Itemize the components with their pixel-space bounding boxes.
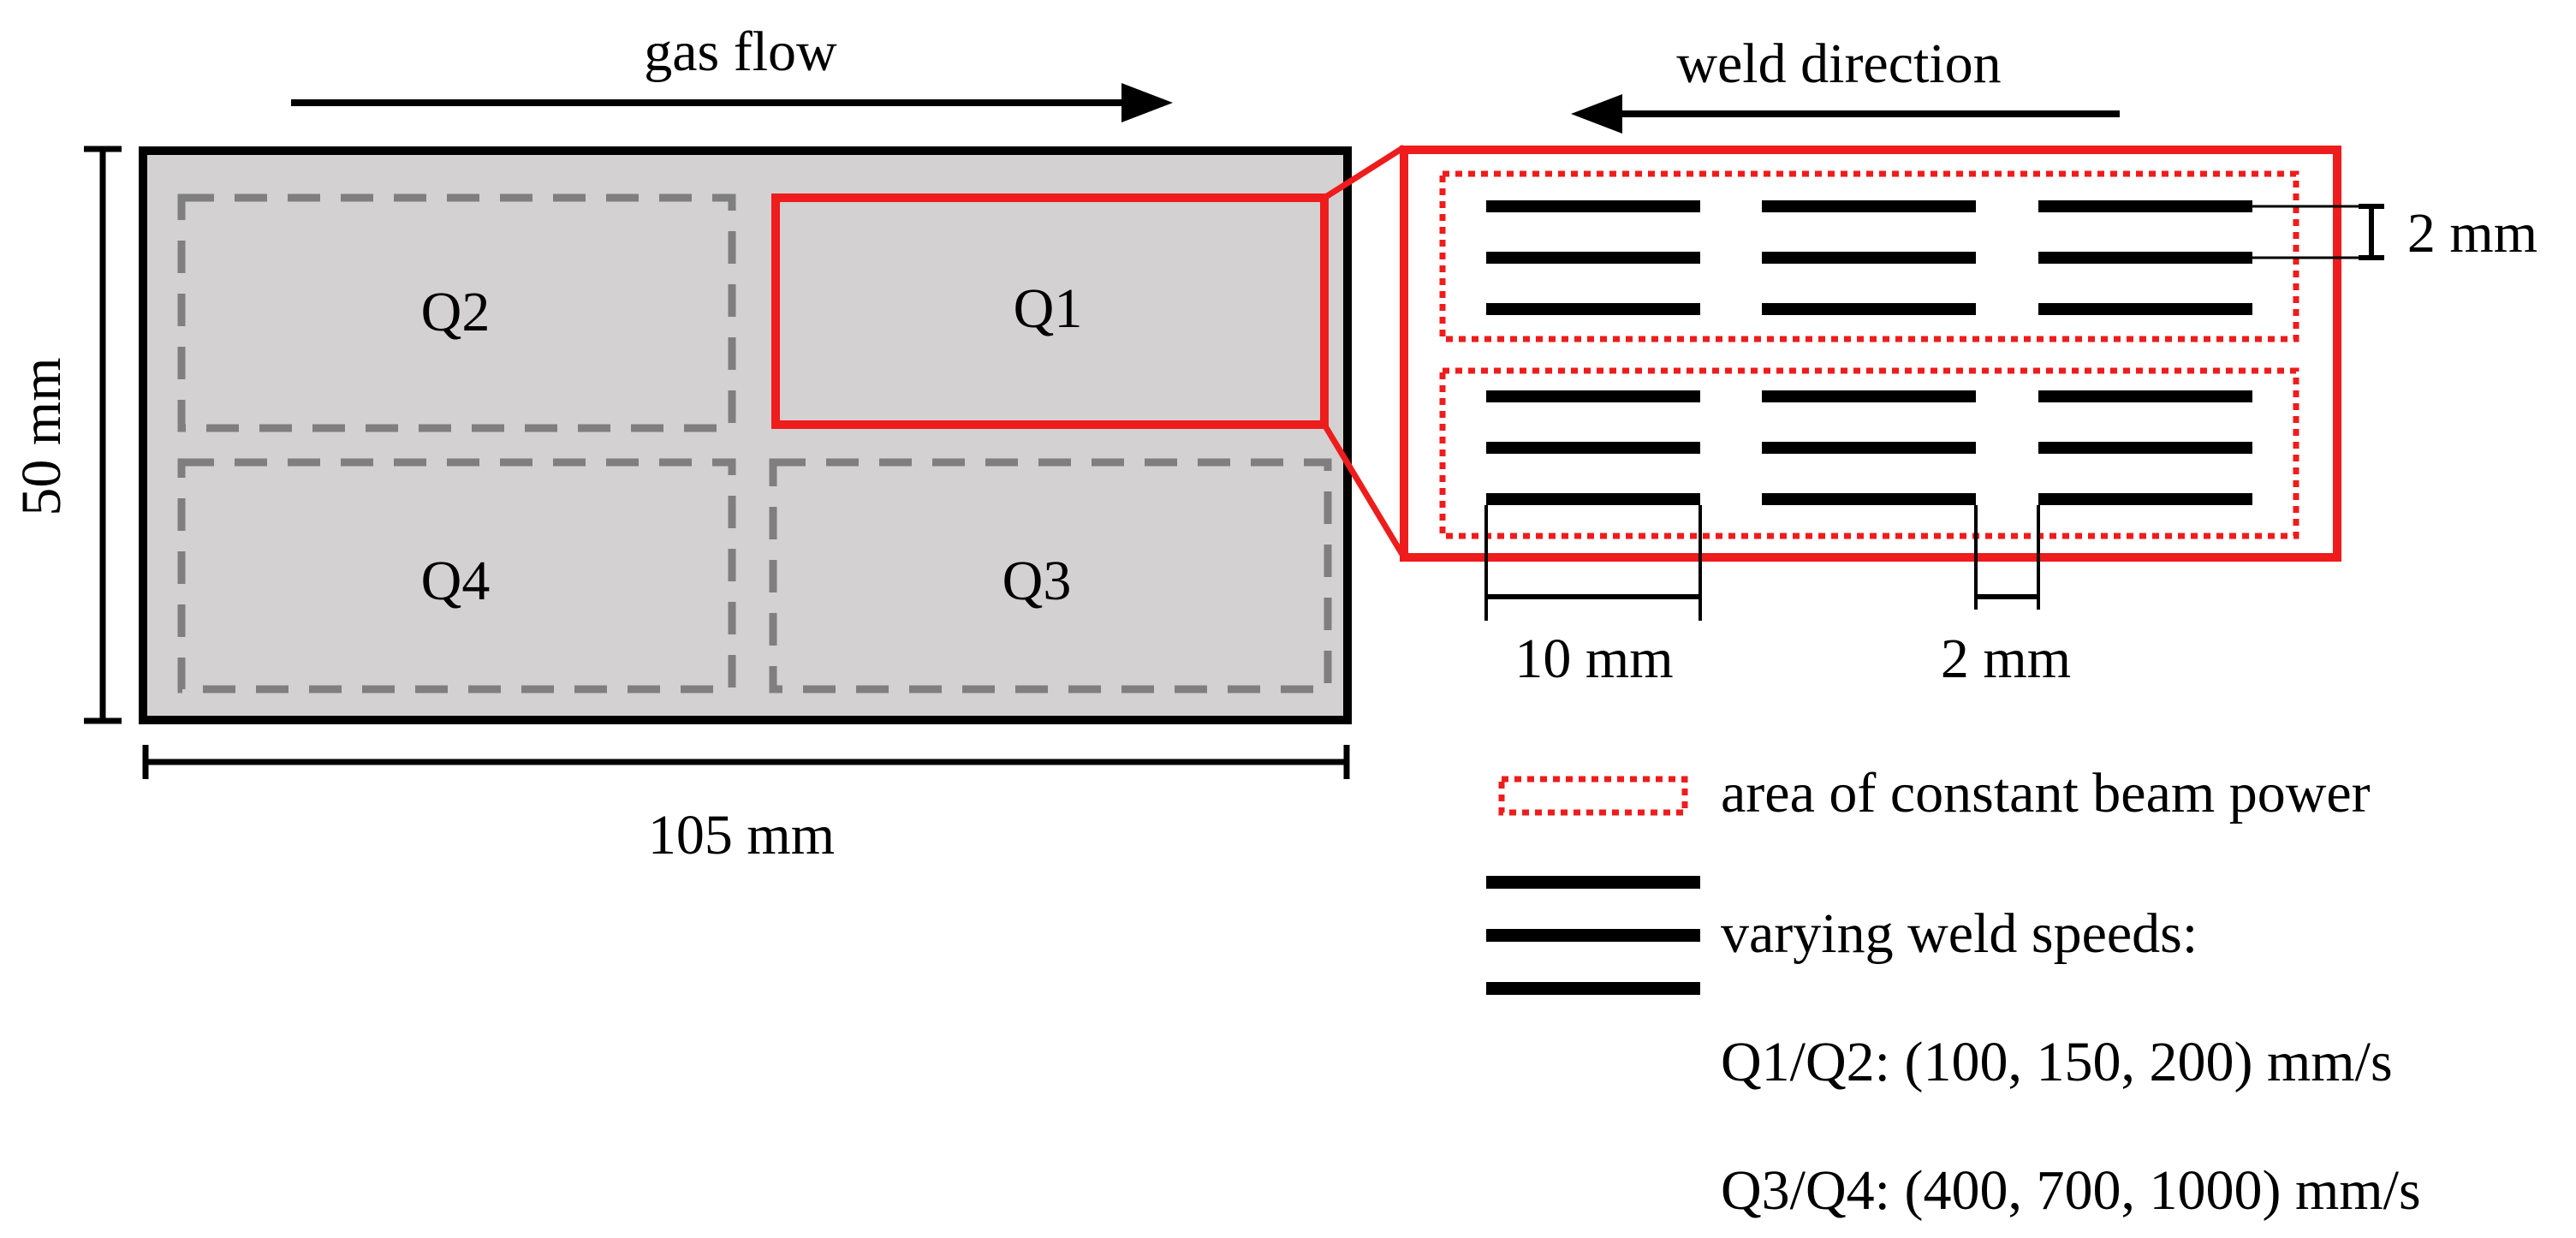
quadrant-q2-area (177, 193, 736, 432)
quadrant-q2-label: Q2 (421, 281, 491, 343)
legend-varying-speeds-text: varying weld speeds: (1721, 902, 2198, 965)
weld-line (2038, 493, 2252, 505)
weld-line (2038, 200, 2252, 212)
height-dimension (84, 146, 122, 724)
zoom-connector (1321, 145, 1407, 559)
pitch-dimension (2252, 205, 2373, 259)
height-dimension-label: 50 mm (10, 357, 73, 515)
quadrant-q3-area (769, 458, 1332, 693)
pitch-dimension-bracket (2359, 204, 2384, 260)
plate (139, 146, 1352, 724)
legend-constant-power-swatch (1498, 776, 1688, 816)
quadrant-q4-label: Q4 (421, 550, 491, 612)
quadrant-q1-label: Q1 (1014, 277, 1083, 340)
weld-line (1486, 200, 1700, 212)
weld-gap-dimension (1974, 505, 2040, 610)
legend-constant-power-text: area of constant beam power (1721, 762, 2371, 824)
weld-line (1486, 390, 1700, 402)
weld-line (1762, 252, 1976, 264)
weld-line (1486, 252, 1700, 264)
weld-line (2038, 252, 2252, 264)
quadrant-q4-area (177, 458, 736, 693)
weld-line (2038, 390, 2252, 402)
weld-direction-label: weld direction (1676, 33, 2001, 95)
constant-power-area-top (1439, 170, 2299, 342)
weld-line (1486, 303, 1700, 315)
pitch-dimension-label: 2 mm (2407, 202, 2537, 265)
constant-power-area-bottom (1439, 367, 2299, 539)
legend-q3q4-speeds: Q3/Q4: (400, 700, 1000) mm/s (1721, 1159, 2421, 1222)
legend-q1q2-speeds: Q1/Q2: (100, 150, 200) mm/s (1721, 1031, 2393, 1093)
gas-flow-arrow (291, 83, 1173, 122)
weld-line (2038, 303, 2252, 315)
width-dimension-label: 105 mm (648, 804, 835, 866)
weld-length-label: 10 mm (1514, 628, 1673, 690)
legend-weld-lines-swatch (1486, 876, 1700, 995)
quadrant-q1-highlight (771, 193, 1329, 429)
weld-line (1762, 493, 1976, 505)
gas-flow-label: gas flow (644, 21, 837, 83)
q1-detail-frame (1400, 146, 2341, 562)
weld-line (1486, 493, 1700, 505)
weld-line (1762, 303, 1976, 315)
weld-line (1486, 442, 1700, 454)
width-dimension (142, 745, 1350, 779)
quadrant-q3-label: Q3 (1002, 550, 1072, 612)
weld-line (1762, 442, 1976, 454)
weld-direction-arrow (1571, 94, 2120, 134)
weld-lines (1486, 200, 2252, 505)
weld-line (2038, 442, 2252, 454)
weld-line (1762, 390, 1976, 402)
weld-length-dimension (1484, 505, 1702, 621)
weld-line (1762, 200, 1976, 212)
weld-gap-label: 2 mm (1941, 628, 2071, 690)
